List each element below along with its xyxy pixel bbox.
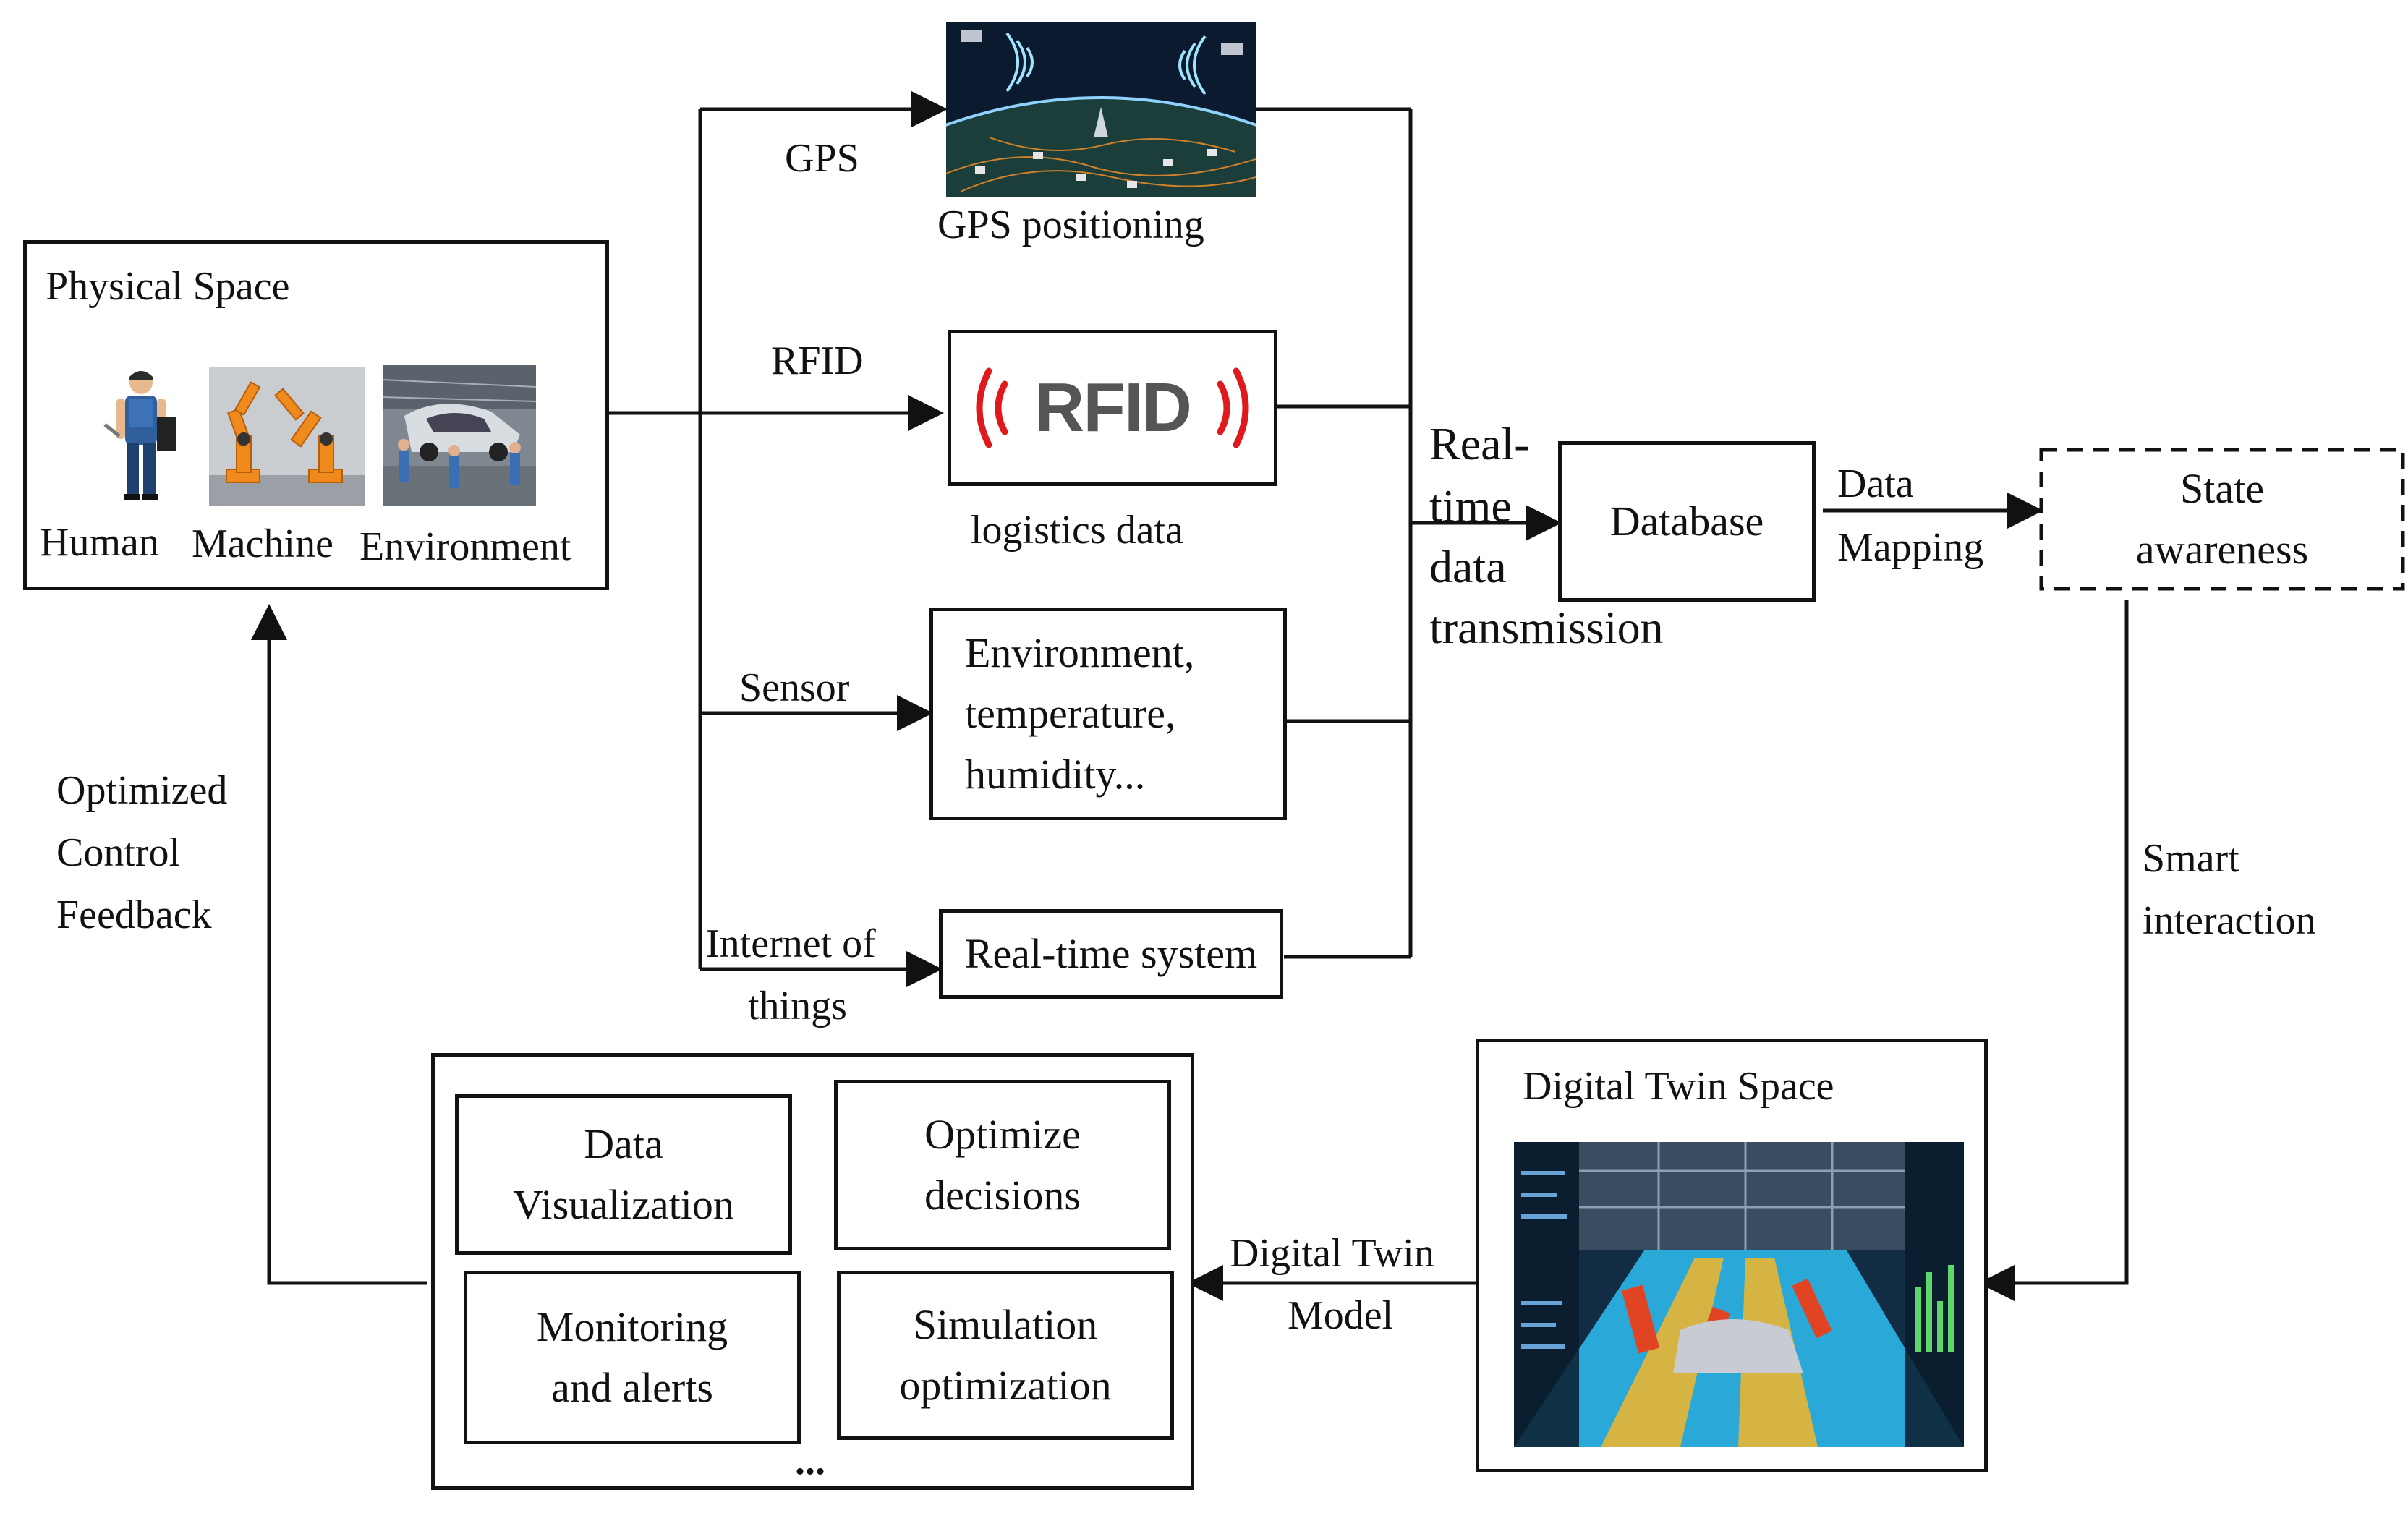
simulation-optimization-line-2: optimization [899,1362,1112,1409]
simulation-optimization-line-1: Simulation [913,1300,1098,1348]
sensor-line-3: humidity... [965,751,1146,798]
iot-edge-label-2: things [748,984,847,1028]
sensor-box: Environment, temperature, humidity... [929,608,1287,820]
environment-label: Environment [360,524,571,569]
twin-model-line-2: Model [1288,1293,1394,1338]
gps-image [946,22,1256,197]
state-awareness-line-2: awareness [2135,526,2309,573]
human-image [90,367,192,504]
rfid-logo: RFID [1034,369,1192,446]
data-mapping-line-2: Mapping [1837,525,1984,570]
database-label: Database [1609,497,1764,545]
optimize-decisions-box: Optimize decisions [834,1080,1171,1250]
sensor-edge-label: Sensor [739,665,850,710]
state-awareness-box: State awareness [2041,450,2403,589]
digital-twin-space-title: Digital Twin Space [1523,1064,1834,1109]
state-awareness-line-1: State [2180,464,2264,512]
optimize-decisions-line-2: decisions [924,1172,1081,1219]
transmission-line-1: Real- [1429,418,1530,469]
digital-twin-image [1514,1142,1964,1447]
feedback-line-2: Control [56,830,181,875]
human-label: Human [40,520,159,565]
data-visualization-line-2: Visualization [513,1181,734,1228]
smart-interaction-arrow [1978,600,2129,1301]
transmission-line-4: transmission [1429,602,1664,653]
machine-image [209,367,365,506]
smart-interaction-line-1: Smart [2143,836,2239,881]
physical-space-box: Physical Space [23,240,609,590]
environment-image [383,365,536,506]
data-visualization-line-1: Data [584,1120,663,1167]
transmission-line-3: data [1429,541,1507,592]
twin-model-line-1: Digital Twin [1230,1231,1434,1276]
iot-edge-label-1: Internet of [706,921,876,966]
optimize-decisions-line-1: Optimize [924,1110,1081,1158]
data-mapping-line-1: Data [1837,461,1914,506]
gps-caption: GPS positioning [937,203,1204,247]
sensor-line-1: Environment, [965,628,1195,676]
rfid-box: RFID [948,330,1277,486]
transmission-line-2: time [1429,480,1512,532]
physical-space-title: Physical Space [46,264,290,309]
realtime-system-box: Real-time system [939,909,1283,999]
monitoring-alerts-line-1: Monitoring [536,1303,728,1350]
data-visualization-box: Data Visualization [455,1094,792,1255]
feedback-line-3: Feedback [56,892,212,937]
feedback-arrow [251,604,427,1285]
smart-interaction-line-2: interaction [2143,898,2316,943]
realtime-system-label: Real-time system [964,929,1258,977]
rfid-caption: logistics data [971,508,1183,553]
monitoring-alerts-line-2: and alerts [551,1364,713,1411]
feedback-line-1: Optimized [56,768,228,813]
sensor-line-2: temperature, [965,689,1176,737]
simulation-optimization-box: Simulation optimization [837,1271,1174,1440]
gps-edge-label: GPS [785,136,859,181]
digital-twin-space-box: Digital Twin Space [1476,1039,1988,1472]
monitoring-alerts-box: Monitoring and alerts [464,1271,801,1444]
applications-ellipsis: ... [795,1439,825,1483]
state-awareness-border [2039,448,2405,591]
database-box: Database [1558,441,1816,602]
rfid-edge-label: RFID [771,338,864,383]
machine-label: Machine [192,521,333,566]
applications-box: Data Visualization Optimize decisions Mo… [431,1053,1194,1490]
